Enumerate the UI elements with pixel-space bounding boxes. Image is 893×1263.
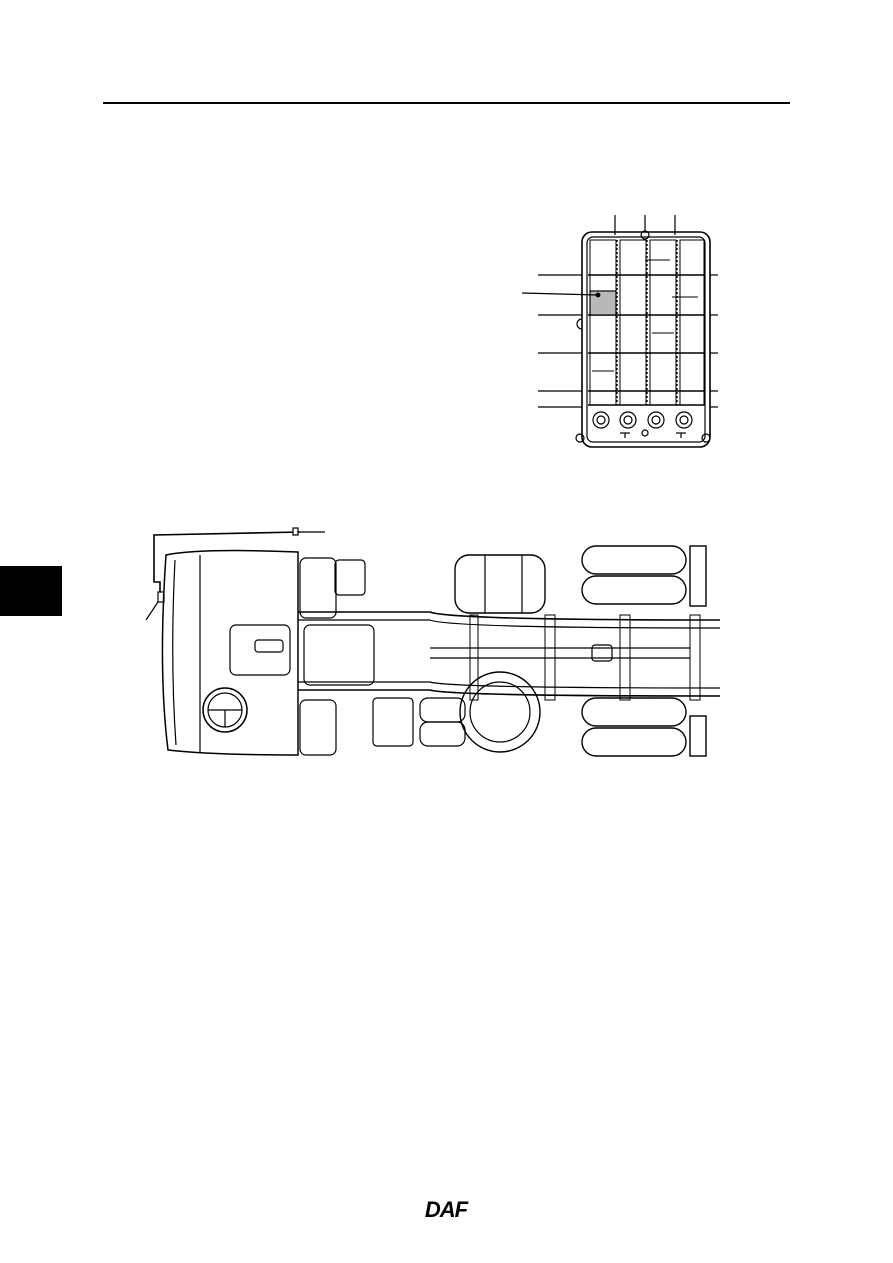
connector-sockets	[592, 411, 693, 438]
fuse-box-diagram	[521, 215, 718, 448]
svg-text:DAF: DAF	[425, 1198, 469, 1220]
truck-chassis-top-view	[145, 527, 721, 757]
steering-wheel	[202, 687, 248, 733]
daf-logo: DAF	[425, 1198, 470, 1220]
fuel-tank	[454, 554, 546, 614]
cab	[161, 549, 299, 756]
wheels	[581, 545, 707, 757]
chapter-tab	[0, 566, 62, 616]
relay-cell-highlighted	[589, 290, 617, 316]
header-rule	[103, 102, 790, 104]
